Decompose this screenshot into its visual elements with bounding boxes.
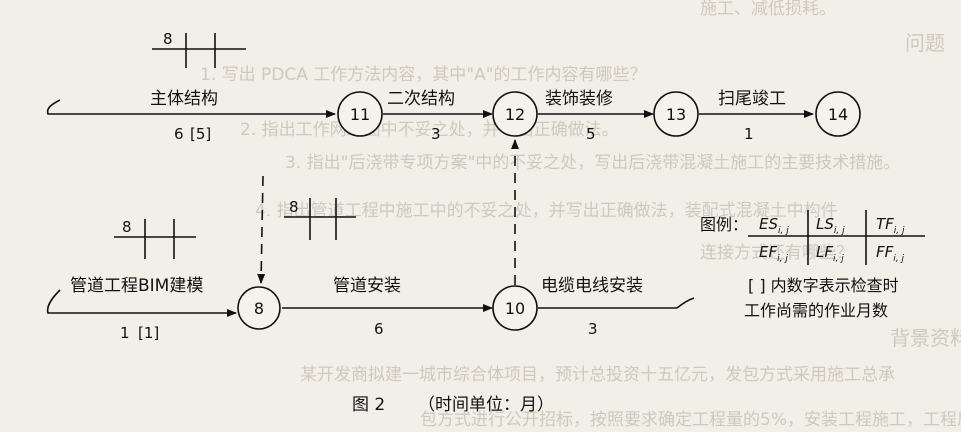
node-11: 11 <box>337 91 383 137</box>
bg-line-2: 问题 <box>905 31 945 55</box>
bim-arrow <box>46 289 237 317</box>
node-11-label: 11 <box>350 105 370 124</box>
main-structure-arrow <box>46 99 336 118</box>
pipe-install-label: 管道安装 <box>333 276 401 296</box>
bim-duration: 1 <box>120 324 130 342</box>
bg-line-10: 包方式进行公开招标，按照要求确定工程量的5%，安装工程施工，工程质量验收。 <box>420 410 961 430</box>
second-structure-label: 二次结构 <box>387 89 455 109</box>
finishing-activity: 扫尾竣工 1 <box>699 89 814 143</box>
legend-note-line-1: [ ] 内数字表示检查时 <box>748 276 899 295</box>
legend-note-line-2: 工作尚需的作业月数 <box>744 301 888 320</box>
main-structure-activity: 主体结构 6 [5] 8 <box>46 30 336 143</box>
svg-text:LFi, j: LFi, j <box>816 243 844 264</box>
pipe-install-time-grid: 8 <box>284 198 356 240</box>
svg-text:LSi, j: LSi, j <box>816 215 845 236</box>
pipe-install-duration: 6 <box>374 320 384 338</box>
bg-line-6: 4. 指出管道工程中施工中的不妥之处，并写出正确做法，装配式混凝土中构件 <box>255 201 838 221</box>
caption-time-unit: （时间单位：月） <box>418 395 554 415</box>
pipe-install-float: 8 <box>289 198 299 216</box>
cable-install-activity: 电缆电线安装 3 <box>538 276 695 338</box>
bg-line-7: 连接方式还有哪些？ <box>700 243 853 263</box>
main-structure-float: 8 <box>163 30 173 48</box>
main-structure-label: 主体结构 <box>150 89 218 109</box>
node-14-label: 14 <box>828 105 848 124</box>
cable-install-duration: 3 <box>588 320 598 338</box>
svg-text:FFi, j: FFi, j <box>876 243 904 264</box>
second-structure-duration: 3 <box>431 125 441 143</box>
legend: 图例： ESi, j LSi, j TFi, j EFi, j LFi, j F… <box>700 210 925 320</box>
legend-ef: EF <box>759 243 777 261</box>
node-12-label: 12 <box>505 105 525 124</box>
node-12: 12 <box>492 91 538 137</box>
svg-text:TFi, j: TFi, j <box>876 215 905 236</box>
legend-label: 图例： <box>700 215 748 234</box>
bg-line-3: 1. 写出 PDCA 工作方法内容，其中"A"的工作内容有哪些？ <box>200 65 647 85</box>
legend-lf: LF <box>816 243 833 261</box>
bim-activity: 管道工程BIM建模 1 [1] 8 <box>46 218 237 342</box>
legend-tf: TF <box>876 215 894 233</box>
main-structure-duration: 6 <box>174 125 184 143</box>
legend-ff-sub: i, j <box>893 254 904 264</box>
node-10: 10 <box>492 285 538 331</box>
main-structure-check: [5] <box>190 125 211 143</box>
svg-text:EFi, j: EFi, j <box>759 243 788 264</box>
finishing-label: 扫尾竣工 <box>718 89 786 109</box>
node-8: 8 <box>237 286 281 330</box>
second-structure-activity: 二次结构 3 <box>383 89 493 143</box>
legend-tf-sub: i, j <box>894 226 905 236</box>
bim-time-grid: 8 <box>114 218 196 259</box>
node-13: 13 <box>653 91 699 137</box>
svg-text:ESi, j: ESi, j <box>759 215 789 236</box>
bg-line-4: 2. 指出工作网络图中不妥之处，并写出正确做法。 <box>240 120 619 140</box>
caption-figure-number: 图 2 <box>352 395 385 415</box>
node-14: 14 <box>815 91 861 137</box>
background-page-text: 施工、减低损耗。 问题 1. 写出 PDCA 工作方法内容，其中"A"的工作内容… <box>200 0 961 430</box>
main-structure-time-grid: 8 <box>152 30 246 68</box>
bg-line-8: 背景资料 <box>890 326 961 350</box>
legend-lf-sub: i, j <box>833 254 844 264</box>
cable-install-label: 电缆电线安装 <box>541 276 643 296</box>
legend-ls: LS <box>816 215 834 233</box>
node-13-label: 13 <box>666 105 686 124</box>
decoration-label: 装饰装修 <box>545 89 613 109</box>
dummy-arrow-11-to-8 <box>257 175 266 284</box>
decoration-duration: 5 <box>586 125 596 143</box>
bg-line-5: 3. 指出"后浇带专项方案"中的不妥之处，写出后浇带混凝土施工的主要技术措施。 <box>285 153 900 173</box>
bim-float: 8 <box>122 218 132 236</box>
bim-label: 管道工程BIM建模 <box>70 276 203 296</box>
node-10-label: 10 <box>505 299 525 318</box>
figure-caption: 图 2 （时间单位：月） <box>352 395 554 415</box>
bim-check: [1] <box>138 324 159 342</box>
legend-ef-sub: i, j <box>777 254 788 264</box>
decoration-activity: 装饰装修 5 <box>538 89 654 143</box>
legend-ff: FF <box>876 243 894 261</box>
legend-es-sub: i, j <box>778 226 789 236</box>
legend-ls-sub: i, j <box>834 226 845 236</box>
finishing-duration: 1 <box>744 125 754 143</box>
legend-es: ES <box>759 215 778 233</box>
pipe-install-activity: 管道安装 6 8 <box>282 198 493 338</box>
node-8-label: 8 <box>254 299 264 318</box>
bg-line-9: 某开发商拟建一城市综合体项目，预计总投资十五亿元，发包方式采用施工总承 <box>300 365 895 385</box>
bg-line-1: 施工、减低损耗。 <box>700 0 836 19</box>
cable-install-wave <box>676 297 695 309</box>
